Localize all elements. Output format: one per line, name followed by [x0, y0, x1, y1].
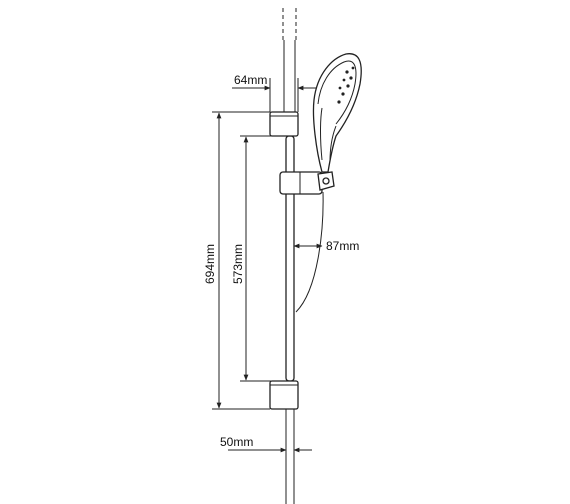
dimension-694mm: 694mm [203, 111, 270, 410]
hose-outlet [285, 409, 295, 504]
dimension-573mm: 573mm [231, 135, 286, 382]
dimension-label-573mm: 573mm [231, 244, 245, 284]
shower-hose [295, 191, 324, 313]
riser-pipe-dashed [282, 8, 297, 40]
dimension-64mm: 64mm [232, 73, 316, 112]
dimension-87mm: 87mm [293, 239, 359, 253]
dimension-label-50mm: 50mm [220, 435, 253, 449]
spray-face-nozzles [337, 66, 355, 104]
dimension-label-64mm: 64mm [234, 73, 267, 87]
shower-handset [312, 53, 362, 173]
dimension-50mm: 50mm [220, 435, 312, 453]
upper-pipe [283, 40, 296, 112]
dimension-label-87mm: 87mm [326, 239, 359, 253]
handset-slider [279, 171, 335, 195]
dimension-label-694mm: 694mm [203, 244, 217, 284]
